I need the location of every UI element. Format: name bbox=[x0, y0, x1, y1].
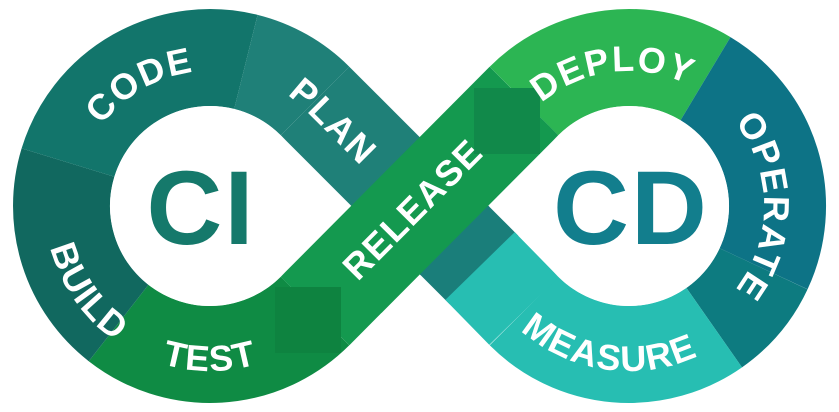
test-label: TEST bbox=[160, 332, 260, 379]
segment-deploy bbox=[489, 9, 731, 137]
inner-circle-cd bbox=[529, 106, 729, 306]
segment-operate bbox=[679, 37, 826, 290]
ci-label: CI bbox=[147, 150, 256, 267]
fold-square-release-deploy bbox=[474, 88, 540, 154]
segment-measure-arc bbox=[489, 275, 743, 403]
band-measure-entry bbox=[445, 232, 559, 345]
test-label-text: TEST bbox=[160, 332, 259, 379]
inner-circle-ci bbox=[110, 106, 310, 306]
segment-operate-dark bbox=[685, 246, 808, 368]
segment-code bbox=[21, 9, 258, 179]
segment-build bbox=[13, 148, 150, 362]
cd-label: CD bbox=[553, 150, 709, 267]
fold-square-test-release bbox=[275, 287, 341, 353]
segment-plan-arc bbox=[232, 14, 350, 137]
